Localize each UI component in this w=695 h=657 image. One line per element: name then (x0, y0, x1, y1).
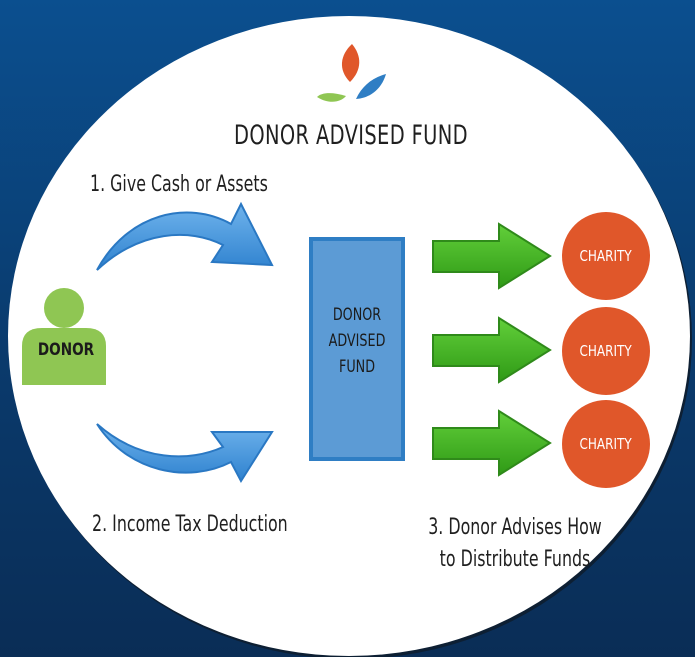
donor-person-icon (22, 288, 106, 385)
step-advise-label: 3. Donor Advises How to Distribute Funds (411, 512, 620, 576)
charity-label-2: CHARITY (579, 342, 633, 360)
green-arrow-2 (432, 316, 552, 384)
fund-label-line1: DONOR (332, 305, 382, 325)
give-arrow (96, 201, 274, 271)
green-arrow-1 (432, 222, 552, 290)
deduction-arrow (96, 423, 274, 483)
step-advise-line2: to Distribute Funds (439, 547, 591, 572)
step-give-label: 1. Give Cash or Assets (90, 172, 268, 197)
fund-box (309, 237, 405, 461)
charity-circle-1: CHARITY (562, 212, 650, 300)
fund-label: DONOR ADVISED FUND (321, 302, 393, 380)
green-arrow-3 (432, 409, 552, 477)
charity-label-3: CHARITY (579, 435, 633, 453)
step-advise-line1: 3. Donor Advises How (428, 515, 602, 540)
charity-circle-2: CHARITY (562, 307, 650, 395)
charity-circle-3: CHARITY (562, 400, 650, 488)
fund-label-line3: FUND (338, 357, 376, 377)
donor-label: DONOR (37, 340, 95, 360)
charity-label-1: CHARITY (579, 247, 633, 265)
step-deduction-label: 2. Income Tax Deduction (92, 512, 288, 537)
leaf-logo-icon (317, 44, 386, 102)
fund-label-line2: ADVISED (328, 331, 386, 351)
diagram-title: DONOR ADVISED FUND (234, 120, 468, 151)
